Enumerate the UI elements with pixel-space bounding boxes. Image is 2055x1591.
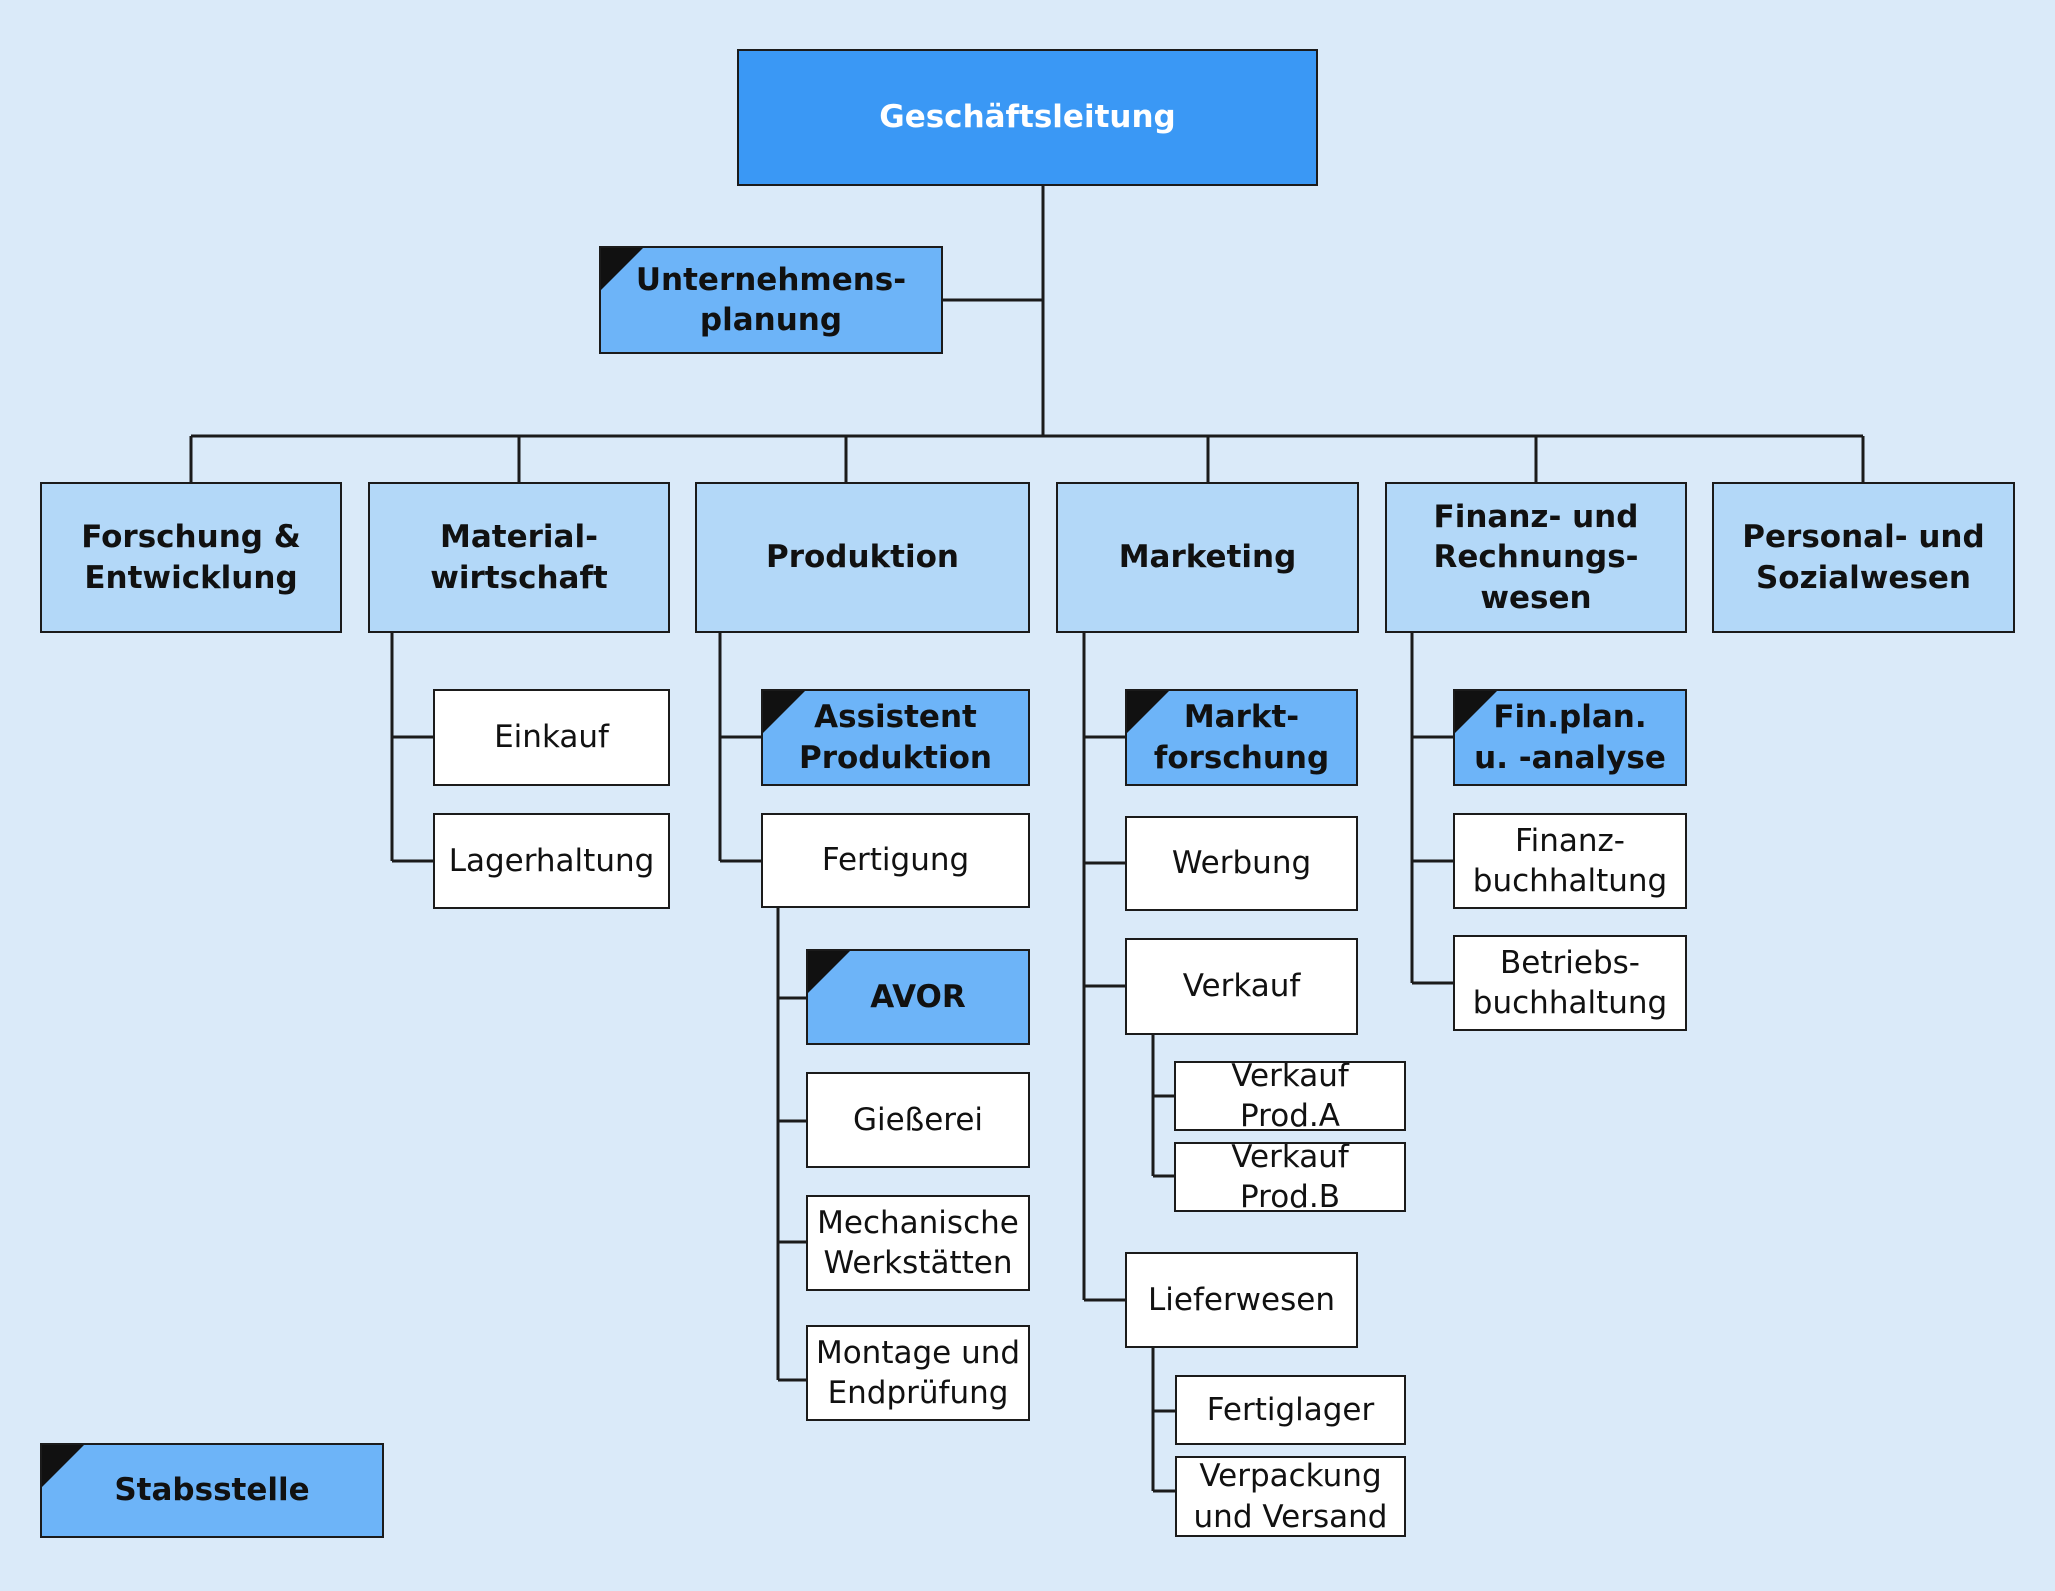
box-label: Geschäftsleitung: [879, 99, 1176, 136]
box-einkauf: Einkauf: [433, 689, 670, 786]
box-marketing: Marketing: [1056, 482, 1359, 633]
box-label: Lagerhaltung: [448, 842, 655, 879]
box-unternehmensplanung: Unternehmens-planung: [599, 246, 943, 354]
box-label: Material-wirtschaft: [430, 519, 608, 596]
box-label: Fertiglager: [1206, 1391, 1375, 1428]
box-forschung: Forschung &Entwicklung: [40, 482, 342, 633]
box-werbung: Werbung: [1125, 816, 1358, 911]
box-label: Markt-forschung: [1153, 699, 1330, 776]
box-label: Produktion: [766, 539, 959, 576]
box-geschaeftsleitung: Geschäftsleitung: [737, 49, 1318, 186]
box-label: Betriebs-buchhaltung: [1472, 944, 1668, 1021]
box-materialwirtschaft: Material-wirtschaft: [368, 482, 670, 633]
legend-stabsstelle: Stabsstelle: [40, 1443, 384, 1538]
box-label: Unternehmens-planung: [635, 261, 907, 338]
box-finanzbuchhaltung: Finanz-buchhaltung: [1453, 813, 1687, 909]
box-label: Verkauf Prod.A: [1231, 1061, 1349, 1131]
box-label: Verkauf Prod.B: [1231, 1142, 1349, 1212]
box-fertiglager: Fertiglager: [1175, 1375, 1406, 1445]
box-label: Fin.plan.u. -analyse: [1474, 699, 1666, 776]
box-fertigung: Fertigung: [761, 813, 1030, 908]
box-label: Fertigung: [821, 842, 970, 879]
box-label: Forschung &Entwicklung: [81, 519, 301, 596]
box-label: Lieferwesen: [1148, 1281, 1335, 1318]
box-label: Werbung: [1171, 845, 1312, 882]
box-label: Gießerei: [852, 1101, 984, 1138]
box-verkauf-prod-b: Verkauf Prod.B: [1174, 1142, 1406, 1212]
box-giesserei: Gießerei: [806, 1072, 1030, 1168]
box-label: Einkauf: [494, 719, 609, 756]
box-label: AVOR: [870, 978, 966, 1015]
box-verkauf: Verkauf: [1125, 938, 1358, 1035]
box-finplan-analyse: Fin.plan.u. -analyse: [1453, 689, 1687, 786]
box-label: Verkauf: [1182, 968, 1301, 1005]
box-produktion: Produktion: [695, 482, 1030, 633]
box-lieferwesen: Lieferwesen: [1125, 1252, 1358, 1348]
box-label: Finanz-buchhaltung: [1472, 822, 1668, 899]
box-label: Marketing: [1118, 539, 1297, 576]
box-verkauf-prod-a: Verkauf Prod.A: [1174, 1061, 1406, 1131]
box-betriebsbuchhaltung: Betriebs-buchhaltung: [1453, 935, 1687, 1031]
box-lagerhaltung: Lagerhaltung: [433, 813, 670, 909]
box-avor: AVOR: [806, 949, 1030, 1045]
legend-label: Stabsstelle: [114, 1472, 310, 1509]
box-marktforschung: Markt-forschung: [1125, 689, 1358, 786]
